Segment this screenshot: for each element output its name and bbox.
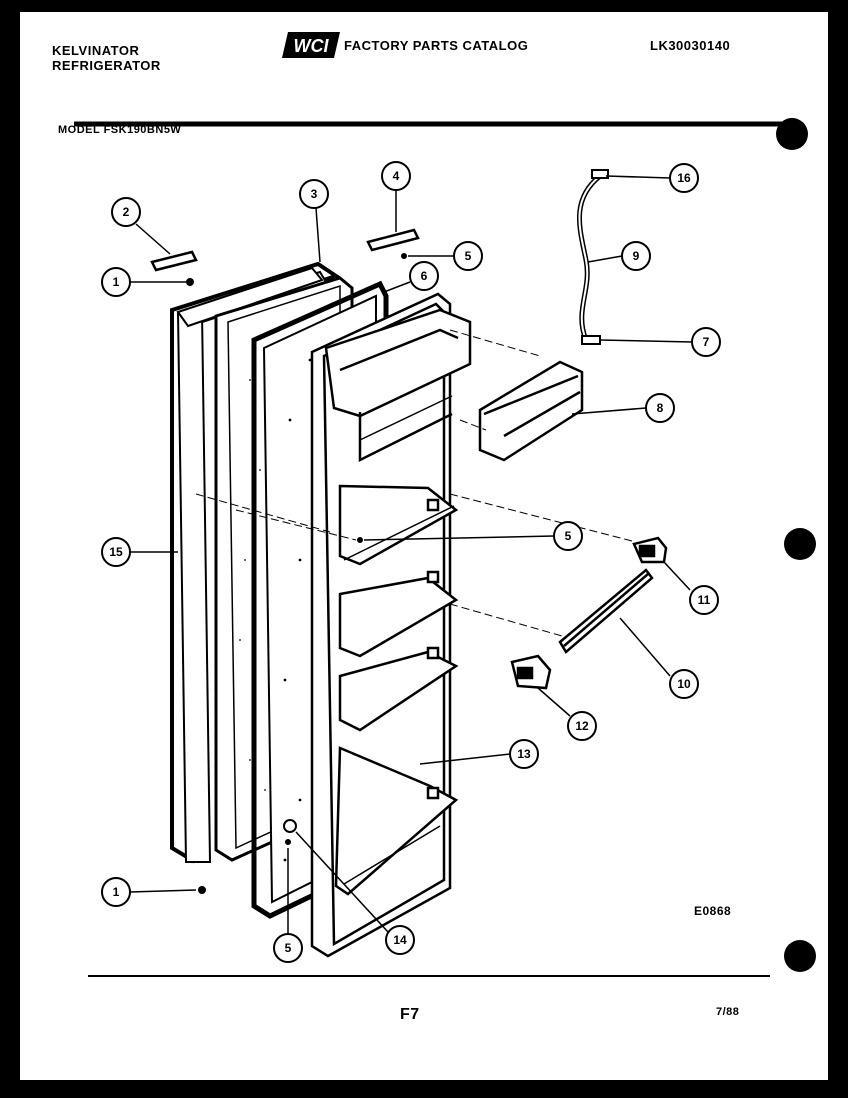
shelf-bar [558, 568, 654, 654]
screw-lower [285, 839, 291, 845]
callout-8: 8 [645, 393, 675, 423]
screw-liner [357, 537, 363, 543]
revision-date: 7/88 [716, 1006, 740, 1018]
svg-text:5: 5 [565, 529, 572, 543]
svg-text:10: 10 [677, 677, 691, 691]
punch-hole-middle [784, 528, 816, 560]
bar-clip-upper [632, 536, 668, 564]
bar-clip-lower [510, 654, 552, 690]
callout-10: 10 [669, 669, 699, 699]
svg-text:15: 15 [109, 545, 123, 559]
callout-13: 13 [509, 739, 539, 769]
screw-bottom [198, 886, 206, 894]
assembly-lines [195, 329, 637, 637]
svg-text:12: 12 [575, 719, 589, 733]
svg-text:14: 14 [393, 933, 407, 947]
callout-3: 3 [299, 179, 329, 209]
doc-number: LK30030140 [650, 38, 731, 53]
svg-text:1: 1 [113, 885, 120, 899]
leader-lines [129, 175, 693, 936]
punch-hole-bottom [784, 940, 816, 972]
callout-1-top: 1 [101, 267, 131, 297]
handle-cap-right [366, 228, 420, 252]
callout-9: 9 [621, 241, 651, 271]
svg-text:4: 4 [393, 169, 400, 183]
catalog-title: FACTORY PARTS CATALOG [344, 38, 529, 53]
brand-line-2: REFRIGERATOR [52, 58, 161, 73]
brand-block: KELVINATOR REFRIGERATOR [52, 43, 161, 73]
svg-text:11: 11 [698, 593, 711, 607]
svg-text:5: 5 [465, 249, 472, 263]
pivot-plug [283, 819, 297, 833]
svg-text:8: 8 [657, 401, 664, 415]
svg-text:9: 9 [633, 249, 640, 263]
callout-14: 14 [385, 925, 415, 955]
drain-tube [576, 169, 609, 345]
callout-2: 2 [111, 197, 141, 227]
svg-text:1: 1 [113, 275, 120, 289]
screw-top [186, 278, 194, 286]
bin-cover [478, 360, 584, 462]
callout-5-top: 5 [453, 241, 483, 271]
callout-1-bottom: 1 [101, 877, 131, 907]
svg-text:5: 5 [285, 941, 292, 955]
callout-6: 6 [409, 261, 439, 291]
logo-text: WCI [294, 36, 330, 56]
door-outer-panel [170, 261, 341, 864]
door-inner-liner [310, 292, 472, 958]
svg-text:16: 16 [677, 171, 691, 185]
svg-text:2: 2 [123, 205, 130, 219]
wci-logo: WCI [282, 32, 340, 58]
drawing-code: E0868 [694, 904, 732, 918]
brand-line-1: KELVINATOR [52, 43, 140, 58]
callout-5-mid: 5 [553, 521, 583, 551]
callout-7: 7 [691, 327, 721, 357]
handle-cap-left [150, 250, 198, 272]
svg-text:3: 3 [311, 187, 318, 201]
page-number: F7 [400, 1006, 420, 1023]
model-number: MODEL FSK190BN5W [58, 124, 182, 136]
svg-text:13: 13 [517, 747, 531, 761]
callout-15: 15 [101, 537, 131, 567]
callout-11: 11 [689, 585, 719, 615]
svg-text:7: 7 [703, 335, 710, 349]
callout-5-bottom: 5 [273, 933, 303, 963]
callout-4: 4 [381, 161, 411, 191]
screw-handle [401, 253, 407, 259]
callout-12: 12 [567, 711, 597, 741]
callout-16: 16 [669, 163, 699, 193]
svg-text:6: 6 [421, 269, 428, 283]
